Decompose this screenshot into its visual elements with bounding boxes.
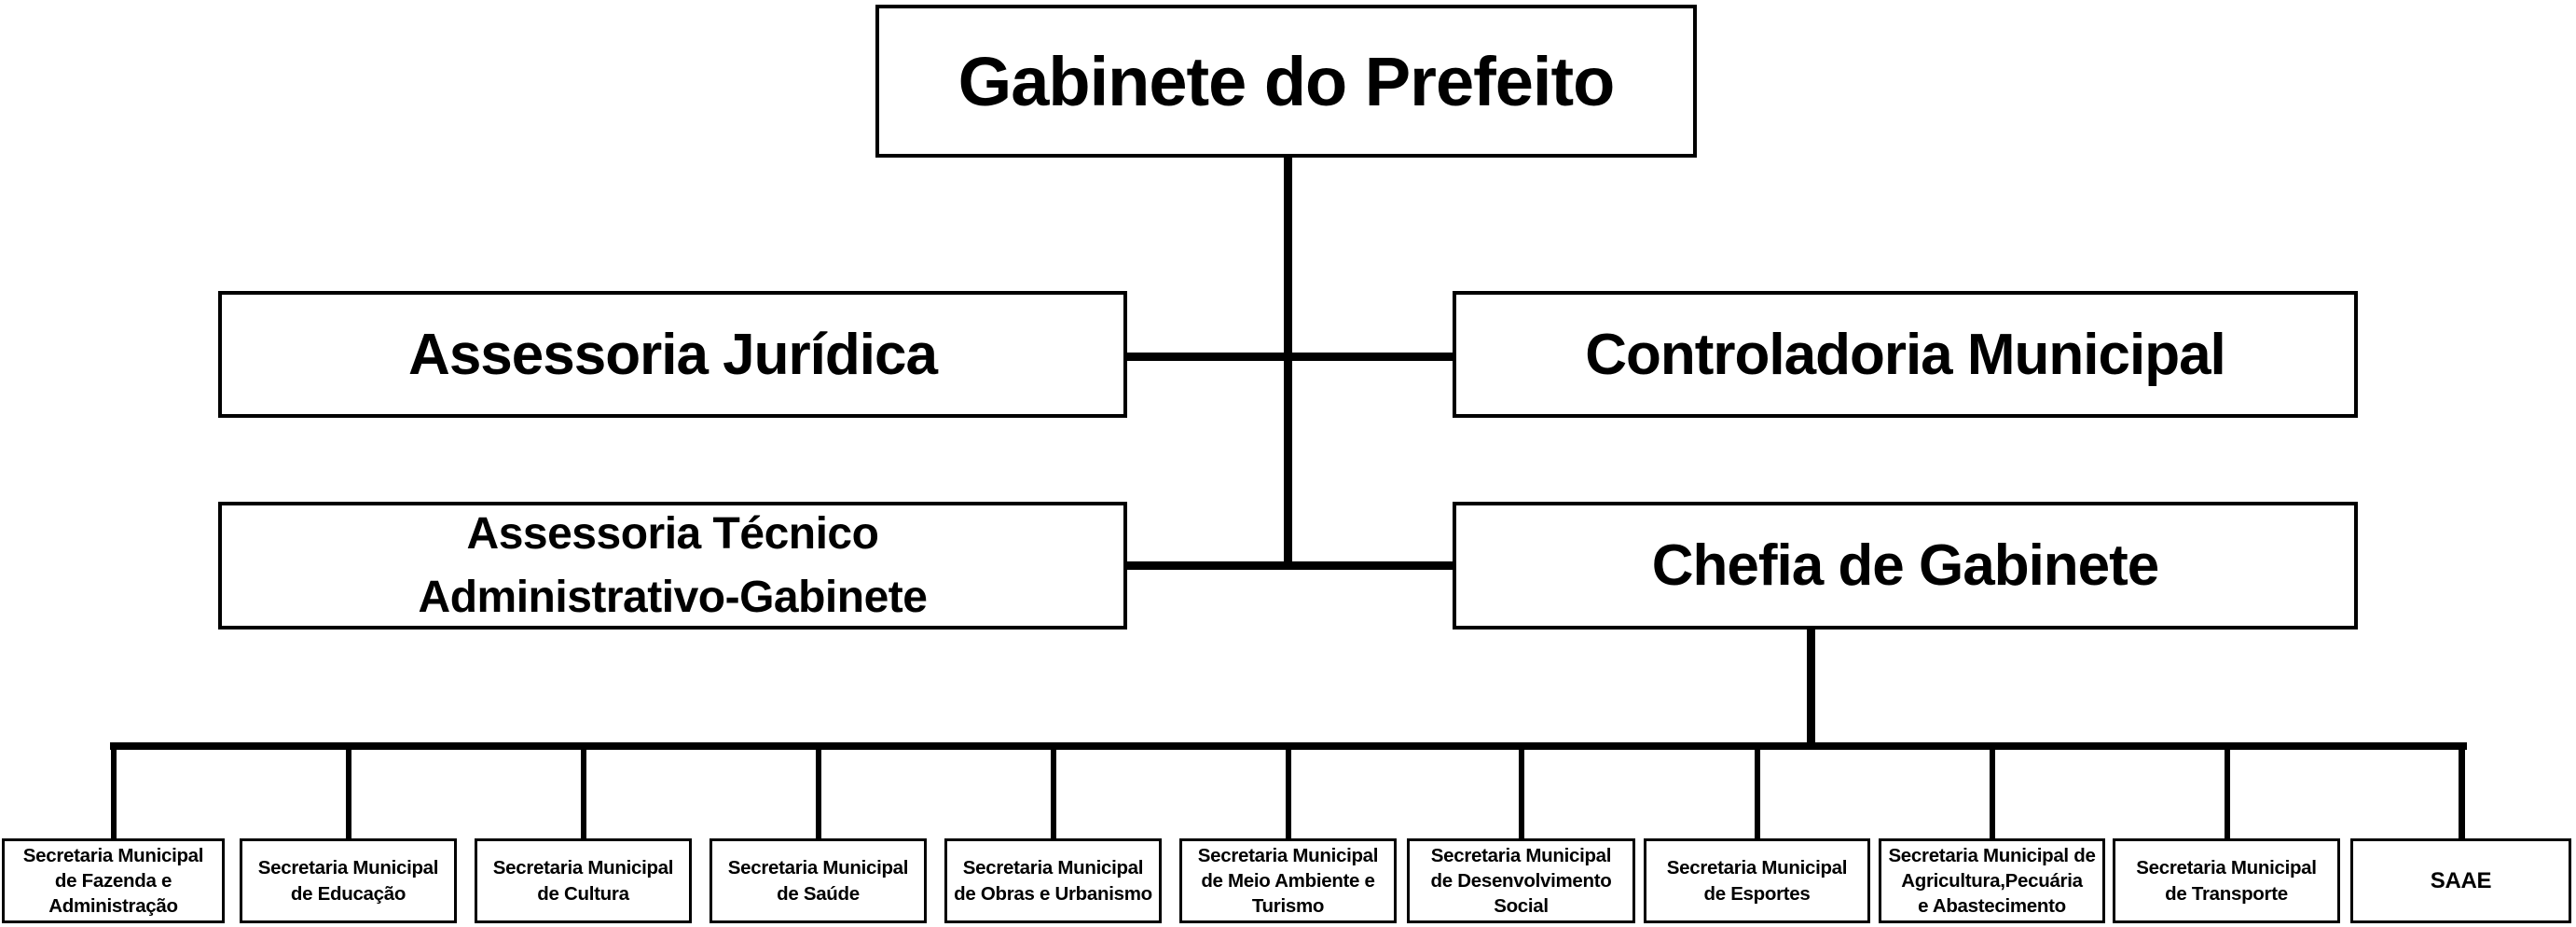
connector-root-trunk xyxy=(1284,156,1292,570)
org-node-secretaria-educacao: Secretaria Municipal de Educação xyxy=(240,838,457,923)
org-node-label: Chefia de Gabinete xyxy=(1651,533,2160,598)
org-node-secretaria-agricultura-pecuaria-abastecimento: Secretaria Municipal de Agricultura,Pecu… xyxy=(1879,838,2105,923)
org-node-label: Secretaria Municipal de Agricultura,Pecu… xyxy=(1888,844,2096,918)
org-node-saae: SAAE xyxy=(2350,838,2571,923)
org-node-controladoria-municipal: Controladoria Municipal xyxy=(1453,291,2358,418)
org-node-secretaria-fazenda-administracao: Secretaria Municipal de Fazenda e Admini… xyxy=(2,838,225,923)
org-node-label: Secretaria Municipal de Saúde xyxy=(727,857,909,905)
connector-drop-2 xyxy=(346,742,351,839)
org-node-label: Secretaria Municipal de Cultura xyxy=(492,857,674,905)
org-node-label: Controladoria Municipal xyxy=(1585,322,2226,387)
connector-level3-horizontal xyxy=(1123,561,1456,570)
org-node-secretaria-meio-ambiente-turismo: Secretaria Municipal de Meio Ambiente e … xyxy=(1179,838,1397,923)
org-node-secretaria-esportes: Secretaria Municipal de Esportes xyxy=(1644,838,1870,923)
connector-drop-1 xyxy=(111,742,117,839)
connector-chefia-trunk xyxy=(1807,627,1815,748)
connector-drop-5 xyxy=(1051,742,1056,839)
org-node-label: Secretaria Municipal de Obras e Urbanism… xyxy=(954,857,1152,905)
org-node-label: Assessoria Técnico Administrativo-Gabine… xyxy=(418,509,928,622)
org-node-label: Secretaria Municipal de Educação xyxy=(257,857,439,905)
org-node-secretaria-transporte: Secretaria Municipal de Transporte xyxy=(2113,838,2340,923)
org-node-label: Secretaria Municipal de Transporte xyxy=(2136,857,2317,905)
org-node-secretaria-cultura: Secretaria Municipal de Cultura xyxy=(475,838,692,923)
connector-drop-10 xyxy=(2225,742,2230,839)
connector-drop-11 xyxy=(2459,742,2465,839)
connector-level2-horizontal xyxy=(1123,353,1456,361)
org-node-label: Gabinete do Prefeito xyxy=(957,42,1616,120)
org-node-secretaria-saude: Secretaria Municipal de Saúde xyxy=(709,838,927,923)
org-node-label: SAAE xyxy=(2430,867,2492,893)
connector-drop-4 xyxy=(816,742,821,839)
org-node-chefia-de-gabinete: Chefia de Gabinete xyxy=(1453,502,2358,630)
org-node-label: Secretaria Municipal de Meio Ambiente e … xyxy=(1197,844,1379,918)
org-node-assessoria-tecnico-administrativo: Assessoria Técnico Administrativo-Gabine… xyxy=(218,502,1127,630)
connector-drop-3 xyxy=(581,742,586,839)
org-node-assessoria-juridica: Assessoria Jurídica xyxy=(218,291,1127,418)
connector-drop-6 xyxy=(1286,742,1291,839)
org-node-secretaria-obras-urbanismo: Secretaria Municipal de Obras e Urbanism… xyxy=(944,838,1162,923)
org-node-secretaria-desenvolvimento-social: Secretaria Municipal de Desenvolvimento … xyxy=(1407,838,1635,923)
org-node-label: Secretaria Municipal de Esportes xyxy=(1666,857,1848,905)
org-node-label: Secretaria Municipal de Desenvolvimento … xyxy=(1430,844,1612,918)
org-node-label: Assessoria Jurídica xyxy=(408,322,938,387)
connector-drop-8 xyxy=(1755,742,1760,839)
connector-drop-9 xyxy=(1990,742,1995,839)
org-node-gabinete-do-prefeito: Gabinete do Prefeito xyxy=(875,5,1697,158)
connector-drop-7 xyxy=(1519,742,1524,839)
org-node-label: Secretaria Municipal de Fazenda e Admini… xyxy=(22,844,204,918)
